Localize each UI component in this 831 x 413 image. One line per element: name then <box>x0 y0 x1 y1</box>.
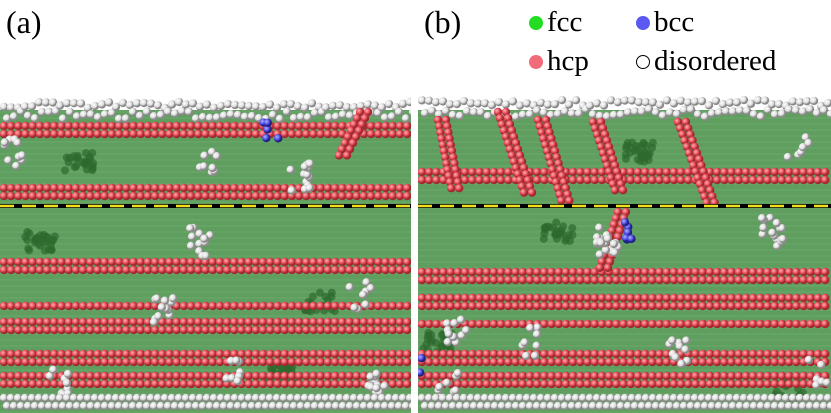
hcp-dot-icon <box>529 54 543 69</box>
panel-a-label: (a) <box>6 4 42 40</box>
bcc-dot-icon <box>636 15 650 30</box>
panel-b-atoms <box>418 95 831 413</box>
legend-hcp-label: hcp <box>547 45 589 77</box>
panel-a-atoms <box>0 97 411 413</box>
fcc-dot-icon <box>529 15 543 30</box>
legend-disordered: disordered <box>636 45 776 78</box>
panel-b-simulation-image <box>418 92 831 413</box>
legend-fcc-label: fcc <box>547 6 583 38</box>
legend-bcc: bcc <box>636 6 694 39</box>
legend-disordered-label: disordered <box>654 45 777 77</box>
panel-a-simulation-image <box>0 92 411 413</box>
legend-bcc-label: bcc <box>654 6 695 38</box>
legend-fcc: fcc <box>529 6 582 39</box>
legend-hcp: hcp <box>529 45 589 78</box>
disordered-dot-icon <box>636 54 650 69</box>
panel-b-label: (b) <box>424 4 462 40</box>
